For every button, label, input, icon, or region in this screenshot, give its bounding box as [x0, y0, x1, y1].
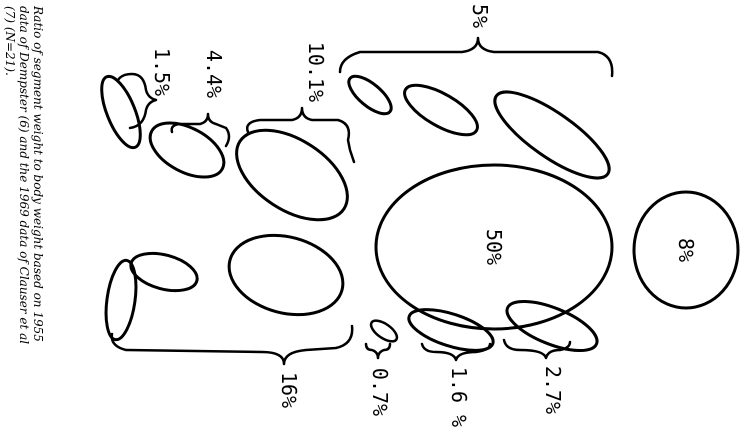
forearm-percent: 2.7% — [541, 366, 565, 414]
lower-limb-percent: 16% — [277, 372, 301, 408]
shank-percent: 4.4% — [202, 50, 226, 98]
thigh-percent: 10.1% — [304, 42, 328, 102]
thigh-brace — [247, 108, 354, 162]
shank-brace — [172, 114, 229, 146]
upper-arm-brace — [340, 38, 612, 76]
caption-line-1: Ratio of segment weight to body weight b… — [31, 5, 45, 342]
hand-left-segment — [343, 70, 397, 120]
foot-left-segment — [94, 72, 148, 153]
foot-right-segment — [102, 258, 141, 341]
lower-limb-brace — [112, 326, 352, 364]
hand-right-segment — [368, 317, 401, 346]
forearm-left-segment — [397, 76, 484, 145]
trunk-percent: 50% — [482, 229, 506, 265]
foot-percent: 1.5% — [150, 48, 174, 96]
shank-right-segment — [127, 247, 201, 297]
thigh-right-segment — [220, 223, 352, 326]
small-segment-percent: 0.7% — [368, 368, 392, 416]
figure-caption: Ratio of segment weight to body weight b… — [3, 5, 45, 344]
hand-brace — [422, 344, 490, 360]
caption-line-3: (7) (N=21). — [3, 6, 17, 76]
upper-arm-percent: 5% — [468, 4, 492, 28]
caption-line-2: data of Dempster (6) and the 1969 data o… — [17, 6, 31, 344]
hand-percent: 1.6 % — [447, 367, 471, 427]
small-segment-brace — [366, 344, 390, 358]
thigh-left-segment — [221, 112, 363, 238]
forearm-brace — [504, 340, 570, 358]
head-percent: 8% — [674, 238, 698, 262]
